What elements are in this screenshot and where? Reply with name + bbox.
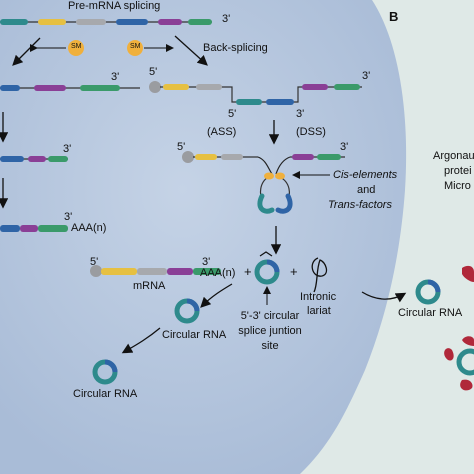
circular-rna-label-2: Circular RNA xyxy=(73,388,138,400)
arrow-curve-1 xyxy=(200,283,233,308)
intronic-lariat xyxy=(311,257,328,293)
mrna-label: mRNA xyxy=(133,280,166,292)
argonaute-complex-bottom xyxy=(444,336,474,391)
circular-rna-3 xyxy=(92,359,118,385)
plus-sign-1: + xyxy=(244,264,252,279)
junction-label-2: splice juntion xyxy=(238,325,302,337)
left-three-prime-2: 3' xyxy=(63,143,72,155)
sm-factor-right xyxy=(127,40,174,56)
poly-a-mid: AAA(n) xyxy=(200,267,236,279)
poly-a-left: AAA(n) xyxy=(71,222,107,234)
ass-label: (ASS) xyxy=(207,126,237,138)
arrow-linear-splicing xyxy=(12,37,41,66)
pre-mrna-strand xyxy=(0,19,212,25)
argonaute-label: Argonau xyxy=(433,150,474,162)
top-three-prime: 3' xyxy=(222,13,231,25)
lariat-label: lariat xyxy=(307,305,331,317)
trans-factors-label: Trans-factors xyxy=(328,199,392,211)
dss-three-prime: 3' xyxy=(296,108,305,120)
left-three-prime-3: 3' xyxy=(64,211,73,223)
linear-intermediate-1 xyxy=(0,85,140,91)
dss-label: (DSS) xyxy=(296,126,326,138)
cis-elements-label: Cis-elements xyxy=(333,169,398,181)
sm-label-left: SM xyxy=(71,43,82,50)
sm-label-right: SM xyxy=(130,43,141,50)
circular-rna-label-3: Circular RNA xyxy=(398,307,463,319)
arrow-export xyxy=(361,291,407,303)
micro-label: Micro xyxy=(444,180,471,192)
looped-pre-mrna xyxy=(182,151,345,214)
circular-rna-label-1: Circular RNA xyxy=(162,329,227,341)
intronic-label: Intronic xyxy=(300,291,337,303)
sm-factor-left xyxy=(30,40,84,56)
linear-intermediate-2 xyxy=(0,156,68,162)
loop-five-prime: 5' xyxy=(177,141,186,153)
protein-label: protei xyxy=(444,165,472,177)
left-three-prime-1: 3' xyxy=(111,71,120,83)
panel-b-label: B xyxy=(389,9,399,24)
junction-label-1: 5'-3' circular xyxy=(240,310,300,322)
back-splicing-label: Back-splicing xyxy=(203,42,268,54)
linear-mrna-mid xyxy=(90,265,221,277)
linear-mrna-left xyxy=(0,225,68,232)
mid-three-prime: 3' xyxy=(202,256,211,268)
mid-five-prime: 5' xyxy=(90,256,99,268)
junction-label-3: site xyxy=(261,340,279,352)
arrow-curve-2 xyxy=(121,327,161,354)
ass-five-prime: 5' xyxy=(228,108,237,120)
cell-nucleus xyxy=(0,0,407,474)
circular-rna-junction xyxy=(254,251,280,285)
and-label: and xyxy=(357,184,376,196)
circular-rna-2 xyxy=(174,298,200,324)
loop-three-prime: 3' xyxy=(340,141,349,153)
back-splicing-strand xyxy=(149,81,362,105)
back-three-prime: 3' xyxy=(362,70,371,82)
pre-mrna-title: Pre-mRNA splicing xyxy=(68,0,161,12)
plus-sign-2: + xyxy=(290,264,298,279)
back-five-prime: 5' xyxy=(149,66,158,78)
circular-rna-cytoplasm xyxy=(415,279,441,305)
argonaute-protein-top xyxy=(462,265,474,282)
arrow-back-splicing xyxy=(174,35,208,66)
